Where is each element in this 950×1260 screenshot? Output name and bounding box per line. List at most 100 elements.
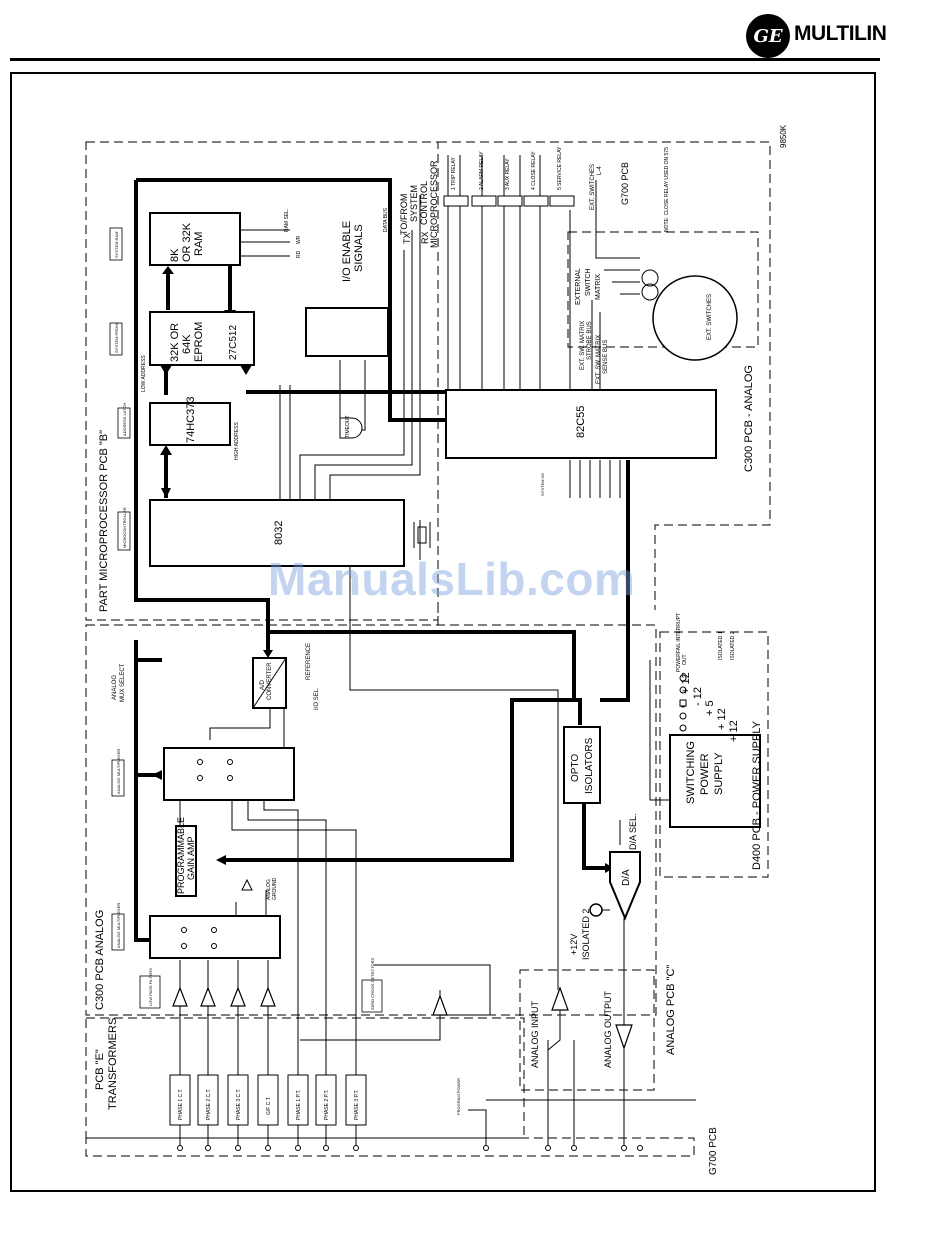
ct-input-3: PHASE 3 C.T. [236,1089,242,1120]
rd-label: RD [296,250,302,258]
relay-4: 4 CLOSE RELAY [531,151,537,190]
da-label: D/A [621,869,632,886]
ppi-label: 82C55 [575,406,587,438]
program-power-label: PROGRAM POWER [456,1078,461,1115]
analog-input-label: ANALOG INPUT [530,1000,540,1068]
analog-ground-2: GROUND [272,877,278,900]
g700-pcb-tag: G700 PCB [620,162,630,205]
tofrom-3: CONTROL [419,181,429,225]
ram-sel-label: RAM SEL. [284,209,290,232]
da-converter-shape [609,851,641,921]
pga-line-2: GAIN AMP [186,836,196,880]
strobe-1: EXT. SW. MATRIX [580,321,586,370]
crystal-symbol [413,522,431,548]
brand-name: MULTILIN [794,22,887,45]
pt-input-1: PHASE 1 P.T. [296,1090,302,1120]
io-sel-label: I/O SEL. [314,687,320,710]
relay-connectors [443,195,575,207]
label-c300-analog: C300 PCB ANALOG [94,910,106,1010]
ct-input-frames [169,1074,367,1126]
ram-line-2: OR 32K [181,222,193,262]
signal-wiring [179,155,696,1145]
diagram-frame [10,72,876,1192]
mux-select-1: ANALOG [112,675,118,700]
pt-input-2: PHASE 2 P.T. [324,1090,330,1120]
ext-switches-tag-1: EXT. SWITCHES [590,164,596,210]
terminal-row [177,1145,643,1151]
tag-zero-cross: ZERO CROSS DETECTORS [370,958,375,1010]
pt-input-3: PHASE 3 P.T. [354,1090,360,1120]
ext-matrix-1: EXTERNAL [575,268,582,305]
ram-line-1: 8K [169,248,181,262]
high-address-label: HIGH ADDRESS [234,422,240,460]
rail-plus12: + 12 [680,672,692,694]
page-header: GE MULTILIN [0,0,950,62]
label-d400: D400 PCB - POWER SUPPLY [751,720,763,870]
sense-2: SENSE BUS [603,340,609,374]
watchdog-label: TIMEOUT [345,416,351,439]
rail-plus12-iso1: + 12 [716,708,728,730]
ct-input-gf: G/F C.T. [266,1096,272,1115]
system-io-label: SYSTEM I/O [540,473,545,496]
isolated-supply-node [589,903,603,917]
rail-powerfail: POWERFAIL INTERRUPT [676,613,682,672]
io-enable-2: SIGNALS [353,224,365,272]
relay-5: 5 SERVICE RELAY [557,146,563,190]
ct-input-2: PHASE 2 C.T. [206,1089,212,1120]
psu-line-1: SWITCHING [685,741,697,804]
ext-matrix-2: SWITCH [585,268,592,296]
label-pcb-e: PCB "E" [94,1049,106,1090]
iso-line-1: +12V [569,934,579,955]
tag-system-prom: SYSTEM PROM [114,323,119,353]
strobe-2: STROBE BUS [587,321,593,360]
region-boundaries [85,141,771,1157]
tx-label: TX [402,232,412,244]
relay-1: 1 TRIP RELAY [451,157,457,190]
relay-3: 3 AUX RELAY [505,158,511,190]
ext-switches-tag-2: L-4 [597,166,603,175]
tofrom-2: SYSTEM [409,185,419,222]
rail-minus12: - 12 [692,687,704,706]
label-transformers: TRANSFORMERS [107,1018,119,1110]
tag-low-pass: LOW PASS FILTERS [148,968,153,1006]
rail-tag-out: OUT [682,654,688,665]
pga-line-1: PROGRAMMABLE [176,817,186,894]
label-c300-right: C300 PCB - ANALOG [743,365,755,472]
ad-line-2: CONVERTER [267,662,273,700]
component-boxes [149,212,761,959]
label-micro-region: PART MICROPROCESSOR PCB "B" [98,430,110,612]
tag-address-latch: ADDRESS LATCH [122,403,127,436]
ram-line-3: RAM [193,232,205,256]
reference-label: REFERENCE [306,643,312,680]
tag-analog-mux-1: ANALOG MULTIPLEXER [116,749,121,794]
close-relay-note: NOTE: CLOSE RELAY USED ON 575 [664,147,670,232]
da-sel-label: D/A SEL. [628,813,638,850]
psu-line-3: SUPPLY [713,752,725,795]
tag-microcontroller: MICROCONTROLLER [122,507,127,548]
mux-switch-contacts [181,759,233,949]
rail-plus5: + 5 [704,700,716,716]
analog-ground-1: ANALOG [266,879,272,900]
rail-tag-iso1: ISOLATED 1 [718,631,724,660]
ad-line-1: A/D [260,679,266,690]
op-amp-triangles [172,986,633,1050]
label-analog-c: ANALOG PCB "C" [665,965,677,1055]
eprom-line-1: 32K OR [169,323,181,362]
mux-select-2: MUX SELECT [120,663,126,702]
left-tag-frames [109,227,383,1013]
header-rule [10,58,880,61]
io-enable-1: I/O ENABLE [341,221,353,282]
wr-label: WR [296,235,302,244]
iso-line-2: ISOLATED 2 [581,909,591,960]
low-address-label: LOW ADDRESS [141,355,147,392]
opto-line-1: OPTO [570,754,581,782]
cpu-label: 8032 [273,521,285,545]
ad-converter-symbol [252,657,287,709]
bus-lines [134,178,630,942]
opto-line-2: ISOLATORS [584,737,595,794]
eprom-line-3: EPROM [193,322,205,362]
ext-switches-circle-label: EXT. SWITCHES [707,294,713,340]
tofrom-4: MICROPROCESSOR [429,160,439,248]
rail-tag-iso2: ISOLATED 2 [730,631,736,660]
